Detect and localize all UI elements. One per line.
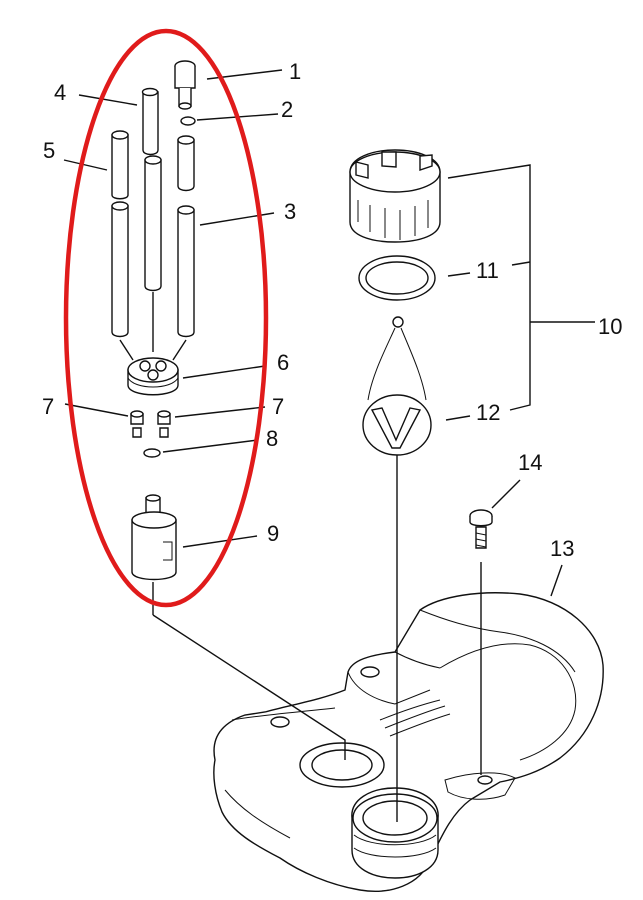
callout-12: 12 — [476, 400, 500, 425]
callout-8: 8 — [266, 426, 278, 451]
cap-retainer — [362, 316, 432, 822]
callout-7-left: 7 — [42, 394, 54, 419]
fuel-tank — [213, 592, 604, 892]
callout-14: 14 — [518, 450, 542, 475]
callout-10: 10 — [598, 314, 622, 339]
callout-5: 5 — [43, 138, 55, 163]
fuel-pickup-assembly — [111, 60, 346, 760]
callout-7-right: 7 — [272, 394, 284, 419]
fuel-cap — [349, 149, 441, 243]
callout-13: 13 — [550, 536, 574, 561]
callout-9: 9 — [267, 521, 279, 546]
bracket-10 — [447, 164, 531, 411]
callout-3: 3 — [284, 199, 296, 224]
callout-4: 4 — [54, 80, 66, 105]
callout-6: 6 — [277, 350, 289, 375]
callout-1: 1 — [289, 59, 301, 84]
cap-gasket — [358, 255, 436, 301]
highlight-oval — [63, 28, 269, 608]
callout-labels: 1 2 3 4 5 6 7 7 8 9 10 11 12 13 14 — [42, 59, 622, 561]
mounting-screw — [469, 509, 493, 775]
callout-2: 2 — [281, 97, 293, 122]
callout-11: 11 — [476, 258, 499, 283]
